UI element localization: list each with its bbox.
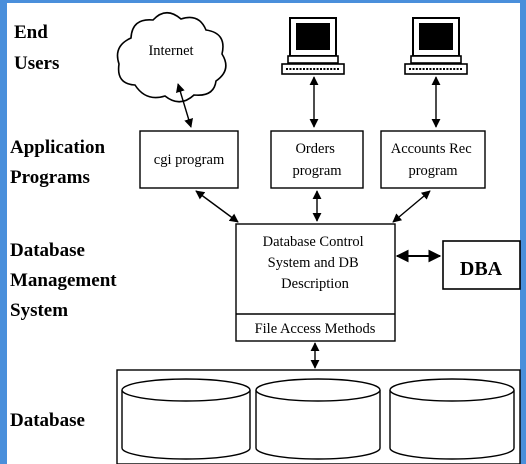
tier-label-end-users: End Users <box>14 22 59 74</box>
database-cylinder-icon <box>121 378 251 460</box>
database-cylinder-icon <box>389 378 515 460</box>
accounts-program-box <box>380 130 486 189</box>
orders-program-box <box>270 130 364 189</box>
tier-label-database: Database <box>10 410 85 431</box>
dbms-box <box>235 223 396 342</box>
frame-right-edge <box>520 0 526 464</box>
computer-terminal-icon <box>281 17 345 75</box>
cgi-program-label: cgi program <box>154 152 225 168</box>
tier-label-dbms: Database Management System <box>10 240 121 321</box>
dba-box <box>442 240 521 290</box>
computer-terminal-icon <box>404 17 468 75</box>
cgi-program-box <box>139 130 239 189</box>
file-access-methods-label: File Access Methods <box>255 321 376 337</box>
dba-label: DBA <box>460 258 503 280</box>
frame-top-edge <box>0 0 526 3</box>
frame-left-edge <box>0 0 7 464</box>
arrow-internet-cgi <box>176 83 193 128</box>
database-cylinder-icon <box>255 378 381 460</box>
internet-label: Internet <box>148 43 193 59</box>
arrow-accounts-dbms <box>392 190 431 223</box>
orders-program-label: Orders program <box>292 141 342 179</box>
tier-label-application-programs: Application Programs <box>10 137 110 188</box>
accounts-program-label: Accounts Rec program <box>391 141 476 179</box>
arrow-cgi-dbms <box>195 190 239 223</box>
db-control-label: Database Control System and DB Descripti… <box>263 234 368 292</box>
